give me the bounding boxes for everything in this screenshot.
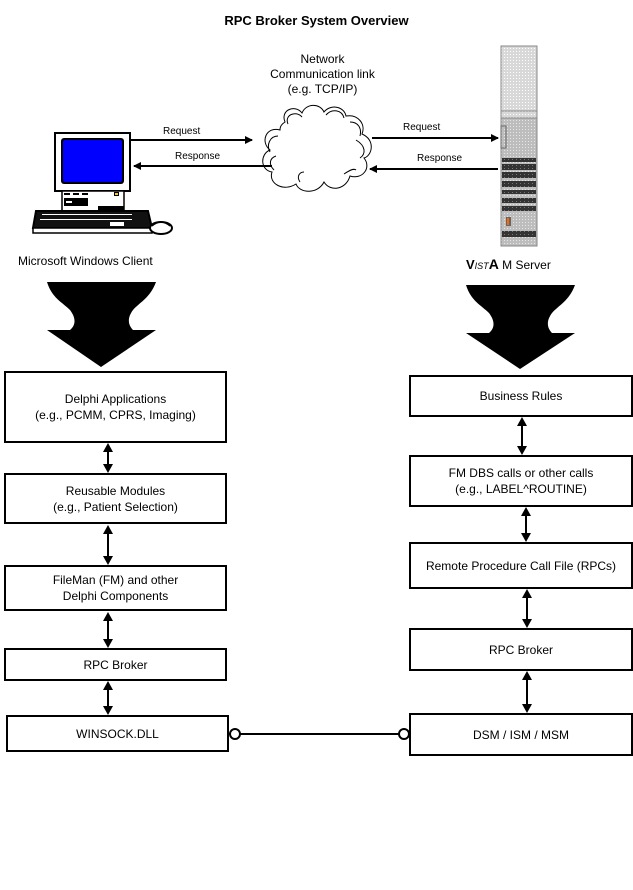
screen — [63, 140, 122, 182]
box-line: (e.g., LABEL^ROUTINE) — [455, 482, 587, 496]
client-caption: Microsoft Windows Client — [18, 254, 153, 268]
box-line: Delphi Applications — [64, 392, 167, 406]
box-line: DSM / ISM / MSM — [473, 727, 569, 742]
socket-connector — [229, 728, 410, 740]
box-line: RPC Broker — [488, 642, 553, 657]
client-box-reusable-modules: Reusable Modules(e.g., Patient Selection… — [4, 473, 227, 524]
box-line: FileMan (FM) and other — [52, 573, 179, 587]
server-down-arrow-icon — [466, 285, 575, 369]
box-line: Remote Procedure Call File (RPCs) — [425, 558, 617, 573]
client-box-rpc-broker: RPC Broker — [4, 648, 227, 681]
server-request-label: Request — [403, 122, 441, 133]
server-led — [507, 218, 509, 225]
server-response-label: Response — [417, 153, 463, 164]
server-caption-ist: IST — [474, 261, 489, 271]
server-tower-icon — [500, 45, 538, 247]
box-line: Business Rules — [479, 389, 563, 403]
network-cloud-icon — [262, 104, 372, 192]
client-down-arrow-icon — [47, 282, 156, 367]
server-caption-rest: M Server — [498, 258, 551, 272]
client-box-delphi-applications: Delphi Applications (e.g., PCMM, CPRS, Im… — [4, 371, 227, 443]
server-caption: VISTA M Server — [466, 256, 551, 272]
network-label-line: Communication link — [270, 67, 375, 81]
box-line: (e.g., PCMM, CPRS, Imaging) — [35, 408, 196, 422]
box-line: Delphi Components — [62, 589, 169, 603]
server-box-rpc-file: Remote Procedure Call File (RPCs) — [409, 542, 633, 589]
server-box-rpc-broker: RPC Broker — [409, 628, 633, 671]
server-caption-v: V — [466, 257, 475, 272]
box-line: RPC Broker — [83, 657, 148, 672]
client-request-label: Request — [163, 126, 201, 137]
server-caption-a: A — [488, 256, 499, 272]
desktop-computer-icon — [31, 132, 173, 235]
server-stack-arrows — [521, 424, 528, 706]
box-line: FM DBS calls or other calls — [448, 466, 594, 480]
box-line: Reusable Modules — [65, 483, 166, 498]
network-label-line: (e.g. TCP/IP) — [287, 82, 358, 96]
server-box-fm-dbs-calls: FM DBS calls or other calls (e.g., LABEL^… — [409, 455, 633, 507]
box-line: (e.g., Patient Selection) — [53, 499, 178, 514]
server-box-dsm-ism-msm: DSM / ISM / MSM — [409, 713, 633, 756]
box-line: WINSOCK.DLL — [76, 726, 159, 741]
network-label-line: Network — [300, 52, 345, 66]
client-response-label: Response — [175, 151, 221, 162]
server-box-business-rules: Business Rules — [409, 375, 633, 417]
client-box-winsock: WINSOCK.DLL — [6, 715, 229, 752]
network-label: Network Communication link (e.g. TCP/IP) — [250, 52, 395, 97]
diagram-title: RPC Broker System Overview — [224, 13, 409, 28]
